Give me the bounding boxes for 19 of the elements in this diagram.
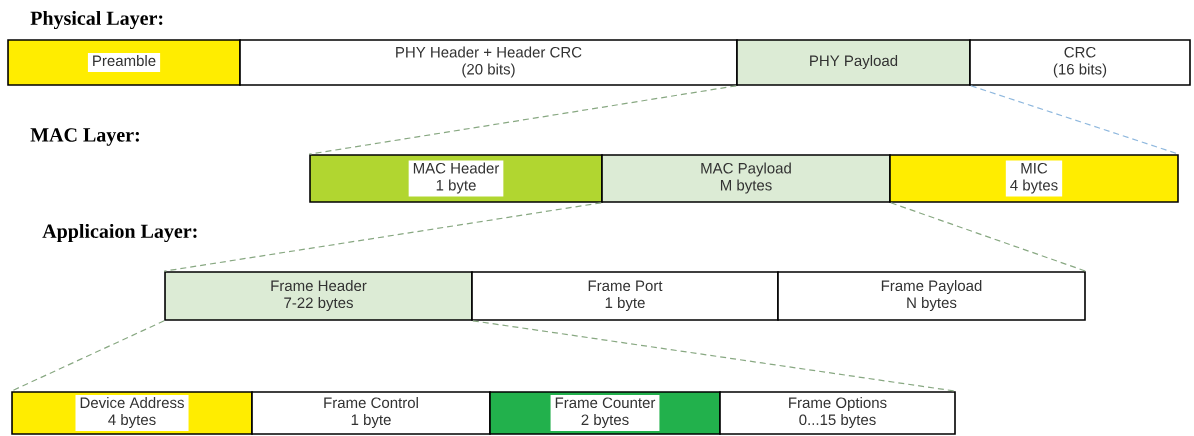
dashed-line [163,202,602,272]
dashed-line [308,85,737,155]
field-box: Frame Options 0...15 bytes [719,391,956,435]
field-box: PHY Payload [736,39,971,86]
field-box: CRC (16 bits) [969,39,1191,86]
field-box: MAC Header 1 byte [309,154,603,203]
layer-title: MAC Layer: [30,128,139,146]
field-box: PHY Header + Header CRC (20 bits) [239,39,738,86]
layer-title: Applicaion Layer: [42,223,197,243]
field-box: Frame Port 1 byte [471,271,779,321]
field-box: Frame Payload N bytes [777,271,1086,321]
field-box: MIC 4 bytes [889,154,1179,203]
field-box: Device Address 4 bytes [11,391,253,435]
field-box: MAC Payload M bytes [601,154,891,203]
field-box: Preamble [7,39,241,86]
field-box: Frame Header 7-22 bytes [164,271,473,321]
field-box: Frame Control 1 byte [251,391,491,435]
dashed-line [890,202,1087,272]
field-box: Frame Counter 2 bytes [489,391,721,435]
